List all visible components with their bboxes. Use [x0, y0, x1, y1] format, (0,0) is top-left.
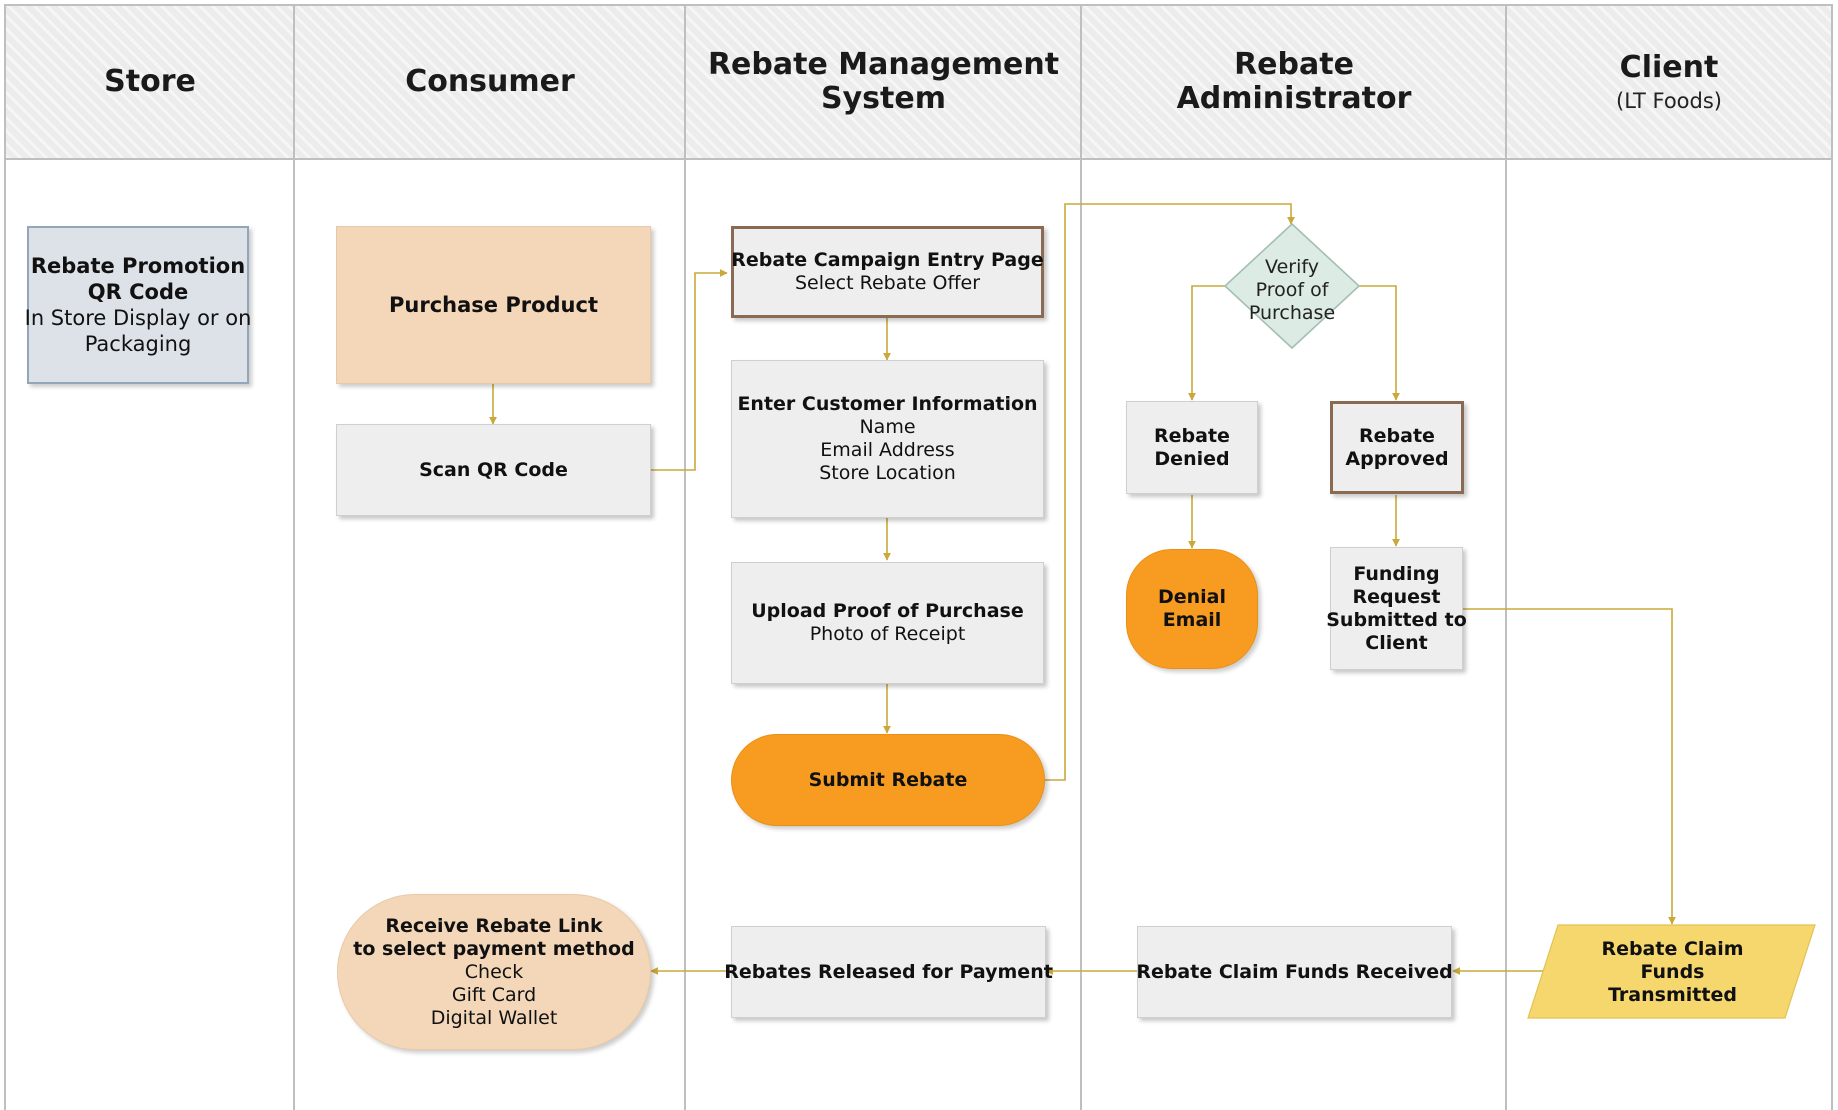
rebate-claim-funds-received: Rebate Claim Funds Received [1136, 926, 1453, 1018]
lane-rebate-administrator: Rebate Administrator [1080, 6, 1506, 1110]
node-title-line: Rebate [1359, 424, 1435, 447]
enter-customer-information: Enter Customer Information Name Email Ad… [731, 360, 1044, 518]
lane-title: Rebate Administrator [1176, 47, 1412, 116]
purchase-product: Purchase Product [336, 226, 651, 384]
lane-header-store: Store [6, 6, 294, 160]
node-title-line: Purchase Product [389, 292, 598, 317]
lane-header-rms: Rebate Management System [686, 6, 1081, 160]
receive-rebate-link: Receive Rebate Link to select payment me… [337, 894, 651, 1050]
node-title-line: Email [1162, 609, 1222, 631]
rebate-denied: Rebate Denied [1126, 401, 1258, 494]
node-detail-line: Gift Card [451, 983, 537, 1006]
node-detail-line: Email Address [820, 439, 955, 461]
node-title-line: Rebate Claim Funds Received [1136, 960, 1453, 983]
node-title-line: Rebates Released for Payment [724, 960, 1053, 983]
lane-title: Store [104, 64, 196, 99]
lane-title: Rebate Management System [707, 47, 1060, 116]
node-title-line: Denied [1154, 447, 1230, 470]
lane-store: Store [4, 6, 294, 1110]
funding-request-submitted: Funding Request Submitted to Client [1326, 547, 1467, 670]
lane-subtitle: (LT Foods) [1616, 89, 1722, 113]
node-title-line: QR Code [87, 280, 189, 304]
denial-email: Denial Email [1126, 549, 1258, 669]
node-detail-line: Select Rebate Offer [794, 272, 981, 294]
lane-header-administrator: Rebate Administrator [1082, 6, 1506, 160]
node-title-line: Funding [1353, 562, 1440, 585]
lane-client: Client (LT Foods) [1505, 6, 1833, 1110]
rebate-claim-funds-transmitted: Rebate Claim Funds Transmitted [1540, 926, 1805, 1018]
node-detail-line: Check [464, 960, 524, 983]
node-title-line: Approved [1345, 447, 1449, 470]
node-title-line: Funds [1640, 960, 1705, 983]
node-title-line: Receive Rebate Link [385, 914, 603, 937]
node-title-line: Rebate Campaign Entry Page [731, 249, 1044, 271]
node-title-line: Denial [1157, 586, 1227, 608]
node-title-line: Purchase [1248, 301, 1336, 324]
node-detail-line: Photo of Receipt [809, 623, 966, 645]
lane-title: Consumer [405, 64, 575, 99]
node-detail-line: Digital Wallet [430, 1006, 558, 1029]
rebate-approved: Rebate Approved [1330, 401, 1464, 494]
node-title-line: Rebate [1154, 424, 1230, 447]
node-title-line: Rebate Claim [1601, 937, 1744, 960]
verify-proof-of-purchase-label: Verify Proof of Purchase [1222, 248, 1362, 332]
node-title-line: Client [1365, 631, 1428, 654]
node-title-line: Transmitted [1608, 983, 1737, 1006]
node-detail-line: Packaging [84, 332, 192, 356]
top-border [4, 4, 1833, 6]
node-title-line: Upload Proof of Purchase [751, 600, 1024, 622]
node-title-line: to select payment method [353, 937, 635, 960]
lane-rebate-management-system: Rebate Management System [684, 6, 1081, 1110]
node-detail-line: Name [859, 416, 916, 438]
lane-header-client: Client (LT Foods) [1507, 6, 1831, 160]
node-title-line: Rebate Promotion [30, 254, 246, 278]
rebate-campaign-entry-page: Rebate Campaign Entry Page Select Rebate… [731, 226, 1044, 318]
lane-title: Client [1619, 50, 1719, 85]
rebates-released-for-payment: Rebates Released for Payment [724, 926, 1053, 1018]
node-title-line: Proof of [1255, 278, 1329, 301]
node-title-line: Submitted to [1326, 608, 1467, 631]
lane-consumer: Consumer [293, 6, 685, 1110]
scan-qr-code: Scan QR Code [336, 424, 651, 516]
node-detail-line: Store Location [819, 462, 956, 484]
node-detail-line: In Store Display or on [24, 306, 252, 330]
rebate-promotion-qr-code: Rebate Promotion QR Code In Store Displa… [24, 226, 252, 384]
node-title-line: Submit Rebate [808, 768, 968, 791]
submit-rebate: Submit Rebate [731, 734, 1045, 826]
upload-proof-of-purchase: Upload Proof of Purchase Photo of Receip… [731, 562, 1044, 684]
node-title-line: Scan QR Code [419, 458, 568, 481]
node-title-line: Request [1352, 585, 1441, 608]
node-title-line: Verify [1265, 255, 1319, 278]
node-title-line: Enter Customer Information [737, 393, 1038, 415]
lane-header-consumer: Consumer [295, 6, 685, 160]
